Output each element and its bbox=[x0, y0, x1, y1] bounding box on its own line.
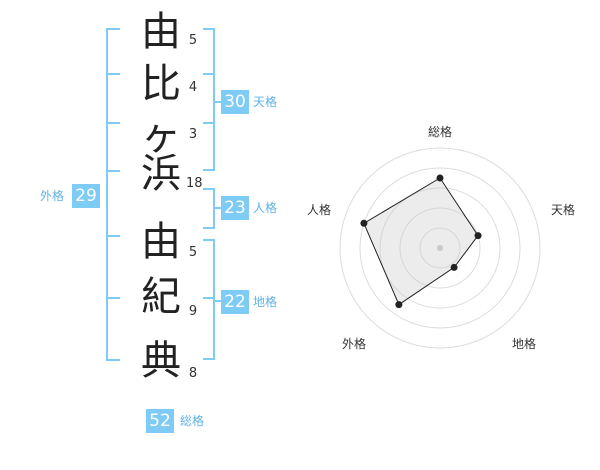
radar-area bbox=[363, 177, 479, 306]
stroke-count-2: 4 bbox=[188, 80, 198, 95]
left-tick-5 bbox=[106, 235, 120, 237]
name-char-2: 比 bbox=[141, 61, 181, 107]
radar-label-soukaku: 総格 bbox=[428, 125, 453, 139]
radar-center-dot bbox=[437, 245, 443, 251]
radar-ring-5 bbox=[339, 147, 541, 349]
name-char-7: 典 bbox=[141, 338, 181, 384]
tenkaku-label: 天格 bbox=[253, 95, 278, 109]
tenkaku-value-badge: 30 bbox=[221, 90, 249, 114]
left-tick-2 bbox=[106, 73, 120, 75]
tenkaku-bracket-line bbox=[213, 28, 215, 171]
radar-label-tenkaku: 天格 bbox=[551, 203, 576, 217]
gaikaku-label: 外格 bbox=[40, 189, 65, 203]
jinkaku-label: 人格 bbox=[253, 201, 278, 215]
chikaku-bracket-bottom bbox=[203, 358, 215, 360]
jinkaku-value-badge: 23 bbox=[221, 196, 249, 220]
chikaku-bracket-top bbox=[203, 239, 215, 241]
chikaku-value-badge: 22 bbox=[221, 290, 249, 314]
left-bracket-line bbox=[106, 28, 108, 361]
gaikaku-value-badge: 29 bbox=[72, 184, 100, 208]
stroke-count-5: 5 bbox=[188, 245, 198, 260]
tenkaku-bracket-bottom bbox=[203, 169, 215, 171]
chikaku-bracket-mid bbox=[203, 297, 215, 299]
left-tick-3 bbox=[106, 122, 120, 124]
jinkaku-bracket-bottom bbox=[203, 227, 215, 229]
left-tick-6 bbox=[106, 297, 120, 299]
tenkaku-bracket-mid bbox=[203, 73, 215, 75]
jinkaku-connector bbox=[213, 207, 221, 209]
radar-ring-3 bbox=[379, 187, 501, 309]
tenkaku-bracket-mid2 bbox=[203, 122, 215, 124]
stroke-count-1: 5 bbox=[188, 33, 198, 48]
radar-ring-4 bbox=[359, 167, 521, 329]
radar-point-2 bbox=[474, 232, 482, 240]
chikaku-bracket-line bbox=[213, 239, 215, 360]
chikaku-connector bbox=[213, 300, 221, 302]
radar-ring-1 bbox=[419, 227, 461, 269]
tenkaku-connector bbox=[213, 101, 221, 103]
stroke-count-4: 18 bbox=[186, 176, 203, 191]
jinkaku-bracket-top bbox=[203, 188, 215, 190]
radar-ring-2 bbox=[399, 207, 481, 289]
name-char-5: 由 bbox=[141, 219, 181, 265]
stroke-count-3: 3 bbox=[188, 127, 198, 142]
radar-label-chikaku: 地格 bbox=[512, 337, 537, 351]
stroke-count-7: 8 bbox=[188, 366, 198, 381]
name-char-3: ヶ bbox=[141, 113, 181, 159]
stroke-count-6: 9 bbox=[188, 304, 198, 319]
soukaku-value-badge: 52 bbox=[146, 409, 174, 433]
chikaku-label: 地格 bbox=[253, 295, 278, 309]
left-bracket-top-tick bbox=[106, 28, 120, 30]
soukaku-label: 総格 bbox=[180, 414, 205, 428]
left-bracket-bottom-tick bbox=[106, 359, 120, 361]
name-char-1: 由 bbox=[141, 9, 181, 55]
left-tick-4 bbox=[106, 170, 120, 172]
radar-point-5 bbox=[360, 219, 368, 227]
radar-point-4 bbox=[395, 301, 403, 309]
tenkaku-bracket-top bbox=[203, 28, 215, 30]
radar-label-jinkaku: 人格 bbox=[307, 203, 332, 217]
radar-point-3 bbox=[450, 263, 458, 271]
name-char-6: 紀 bbox=[141, 274, 181, 320]
radar-label-gaikaku: 外格 bbox=[342, 337, 367, 351]
name-char-4: 浜 bbox=[141, 151, 181, 197]
radar-point-1 bbox=[436, 174, 444, 182]
